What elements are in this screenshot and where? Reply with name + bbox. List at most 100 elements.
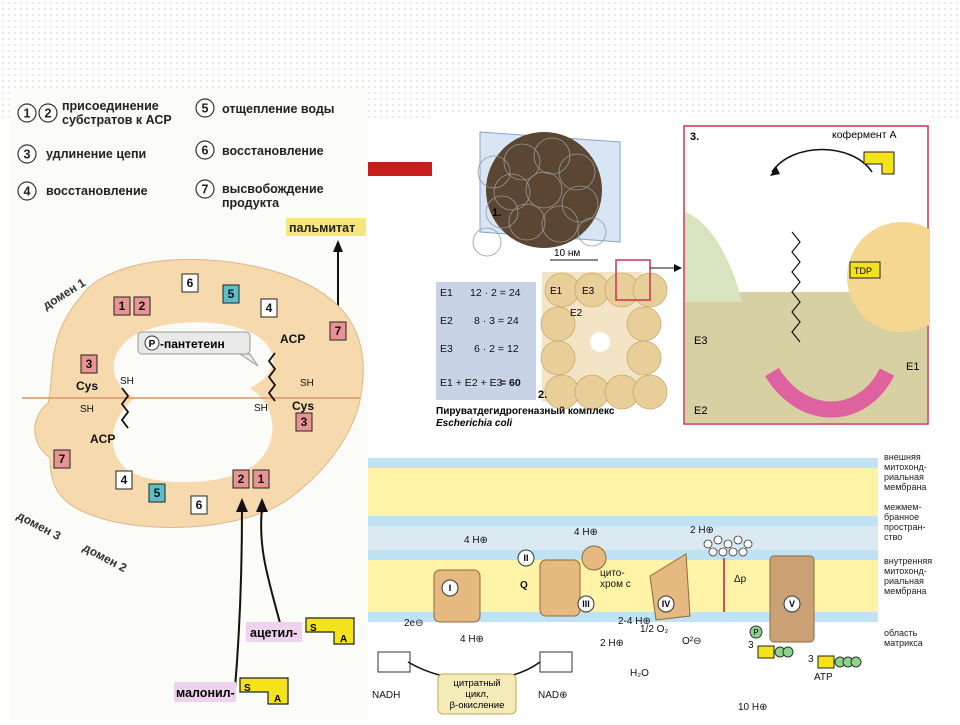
svg-text:удлинение цепи: удлинение цепи [46, 147, 146, 161]
fas-box-3-right [295, 412, 313, 432]
pdh-diagram: 1. 10 нм E1 12 · 2 = 24 E2 8 · 3 = 24 E3… [436, 125, 957, 429]
svg-text:TDP: TDP [854, 266, 872, 276]
svg-text:ацетил-: ацетил- [250, 626, 297, 640]
svg-text:5: 5 [154, 486, 161, 500]
svg-text:E2: E2 [440, 315, 453, 327]
respiratory-diagram: I II III IV V Q цито- хром с 4 H⊕ 4 H⊕ 2… [368, 452, 932, 715]
svg-text:высвобождение: высвобождение [222, 182, 324, 196]
svg-text:3: 3 [808, 654, 814, 665]
svg-text:мембрана: мембрана [884, 586, 926, 596]
svg-text:3: 3 [24, 148, 31, 162]
svg-text:E1 + E2 + E3: E1 + E2 + E3 [440, 377, 503, 389]
svg-text:5: 5 [228, 287, 235, 301]
pdh-detail-panel: 3. кофермент A TDP E3 E1 E2 [683, 125, 957, 425]
svg-text:O²⊖: O²⊖ [682, 636, 702, 647]
svg-text:7: 7 [335, 324, 342, 338]
svg-text:5: 5 [202, 102, 209, 116]
svg-text:бранное: бранное [884, 512, 919, 522]
enzyme-cavity [112, 322, 274, 483]
svg-text:межмем-: межмем- [884, 502, 922, 512]
cys-right-label: Cys [292, 399, 314, 413]
svg-text:4: 4 [24, 185, 31, 199]
svg-text:A: A [340, 634, 347, 645]
svg-text:E3: E3 [440, 343, 453, 355]
proton-cluster [703, 535, 753, 557]
svg-text:2.: 2. [538, 389, 547, 401]
legend: 1 2 присоединение субстратов к АСР 3 удл… [17, 98, 334, 210]
fas-diagram: 1 2 присоединение субстратов к АСР 3 удл… [15, 98, 366, 705]
svg-text:III: III [582, 599, 590, 609]
svg-text:субстратов к АСР: субстратов к АСР [62, 113, 172, 127]
svg-text:12 · 2 = 24: 12 · 2 = 24 [470, 287, 521, 299]
svg-text:S: S [310, 623, 317, 634]
svg-text:= 60: = 60 [500, 377, 521, 389]
nadh-shape [377, 651, 411, 673]
atp-shapes: P [749, 625, 862, 669]
svg-text:S: S [244, 683, 251, 694]
svg-text:внутренняя: внутренняя [884, 556, 932, 566]
svg-text:2: 2 [45, 107, 52, 121]
svg-text:хром с: хром с [600, 579, 631, 590]
svg-text:малонил-: малонил- [176, 686, 235, 700]
svg-text:SH: SH [254, 403, 268, 414]
svg-text:1: 1 [258, 472, 265, 486]
svg-text:цитратный: цитратный [453, 678, 500, 689]
svg-text:3: 3 [301, 415, 308, 429]
svg-text:3: 3 [748, 640, 754, 651]
pantetheine-callout: P -пантетеин [137, 331, 259, 367]
svg-text:6 · 2 = 12: 6 · 2 = 12 [474, 343, 519, 355]
svg-text:10 H⊕: 10 H⊕ [738, 702, 768, 713]
pdh-caption-species: Escherichia coli [436, 418, 512, 429]
fas-box-3-left [80, 354, 98, 374]
svg-text:-пантетеин: -пантетеин [160, 337, 225, 351]
svg-text:кофермент A: кофермент A [832, 129, 896, 141]
svg-text:4 H⊕: 4 H⊕ [460, 634, 484, 645]
fas-box-4-bottom [115, 470, 133, 490]
svg-text:ство: ство [884, 532, 902, 542]
svg-text:P: P [149, 339, 156, 350]
fas-box-7-right [329, 321, 347, 341]
cycle-box [437, 673, 517, 715]
svg-text:E3: E3 [694, 335, 707, 347]
fas-box-1-bottom [252, 469, 270, 489]
malonyl-substrate: малонил- S A [174, 677, 289, 705]
pdh-grid: E1 E3 E2 2. [538, 259, 668, 410]
svg-text:3: 3 [86, 357, 93, 371]
pdh-caption: Пируватдегидрогеназный комплекс [436, 406, 615, 417]
svg-text:H₂O: H₂O [630, 668, 649, 679]
svg-text:10 нм: 10 нм [554, 248, 580, 259]
svg-text:1: 1 [119, 299, 126, 313]
nad-shape [539, 651, 573, 673]
respiratory-chain-figure: I II III IV V Q цито- хром с 4 H⊕ 4 H⊕ 2… [368, 436, 960, 720]
svg-text:Q: Q [520, 580, 528, 591]
svg-text:1: 1 [24, 107, 31, 121]
svg-text:IV: IV [662, 599, 671, 609]
subunit-table [436, 282, 536, 400]
svg-text:V: V [789, 599, 795, 609]
svg-text:7: 7 [202, 183, 209, 197]
svg-text:E1: E1 [906, 361, 919, 373]
svg-text:продукта: продукта [222, 196, 280, 210]
svg-text:присоединение: присоединение [62, 99, 159, 113]
svg-text:4: 4 [266, 301, 273, 315]
fas-box-5-top [222, 284, 240, 304]
svg-text:риальная: риальная [884, 576, 924, 586]
svg-text:2e⊖: 2e⊖ [404, 618, 424, 629]
cys-left-label: Cys [76, 379, 98, 393]
svg-text:A: A [274, 694, 281, 705]
domain-2-label: домен 2 [81, 540, 130, 575]
svg-text:NADH: NADH [372, 690, 400, 701]
acp-bottom-label: ACP [90, 432, 115, 446]
svg-text:8 · 3 = 24: 8 · 3 = 24 [474, 315, 519, 327]
svg-text:матрикса: матрикса [884, 638, 923, 648]
acetyl-substrate: ацетил- S A [246, 617, 355, 645]
svg-text:отщепление воды: отщепление воды [222, 102, 334, 116]
fas-box-6-top [181, 273, 199, 293]
svg-text:2: 2 [238, 472, 245, 486]
svg-text:SH: SH [300, 378, 314, 389]
svg-text:4 H⊕: 4 H⊕ [464, 535, 488, 546]
fas-box-2-bottom [232, 469, 250, 489]
fas-box-2-top [133, 296, 151, 316]
svg-text:простран-: простран- [884, 522, 925, 532]
svg-text:область: область [884, 628, 918, 638]
